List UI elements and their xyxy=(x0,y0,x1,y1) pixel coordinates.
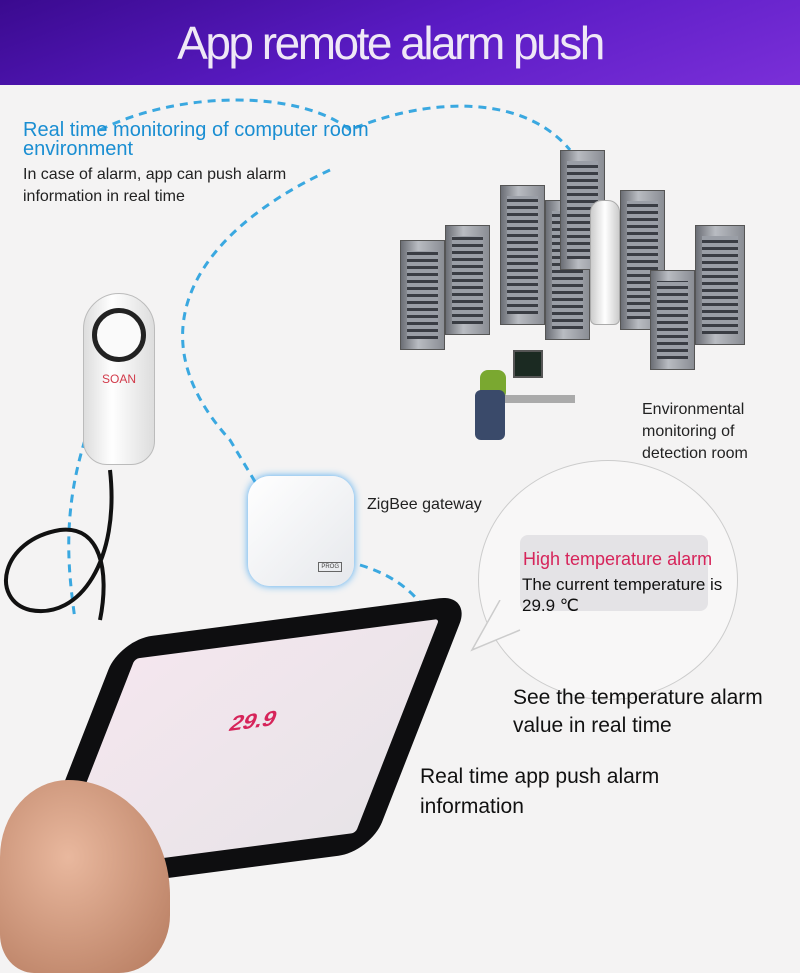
siren-brand: SOAN xyxy=(101,372,136,386)
room-label: Environmental monitoring of detection ro… xyxy=(642,401,748,462)
bubble-tail xyxy=(470,600,521,652)
operator-workstation xyxy=(475,350,575,455)
push-caption: Real time app push alarm information xyxy=(420,765,660,818)
siren-device: SOAN xyxy=(83,293,155,465)
alarm-body: The current temperature is 29.9 ℃ xyxy=(522,575,723,615)
page-title: App remote alarm push xyxy=(177,16,605,69)
header-banner: App remote alarm push xyxy=(0,0,800,85)
alarm-title: High temperature alarm xyxy=(523,549,713,569)
gateway-badge: PROG xyxy=(318,562,342,572)
phone-temperature-reading: 29.9 xyxy=(225,705,282,737)
zigbee-gateway: PROG xyxy=(248,476,354,586)
alarm-message-card xyxy=(520,535,708,611)
intro-heading: Real time monitoring of computer room en… xyxy=(23,119,369,160)
see-value-caption: See the temperature alarm value in real … xyxy=(513,686,763,737)
intro-body: In case of alarm, app can push alarm inf… xyxy=(23,166,287,205)
temperature-sensor xyxy=(590,200,620,325)
gateway-label: ZigBee gateway xyxy=(367,496,482,513)
